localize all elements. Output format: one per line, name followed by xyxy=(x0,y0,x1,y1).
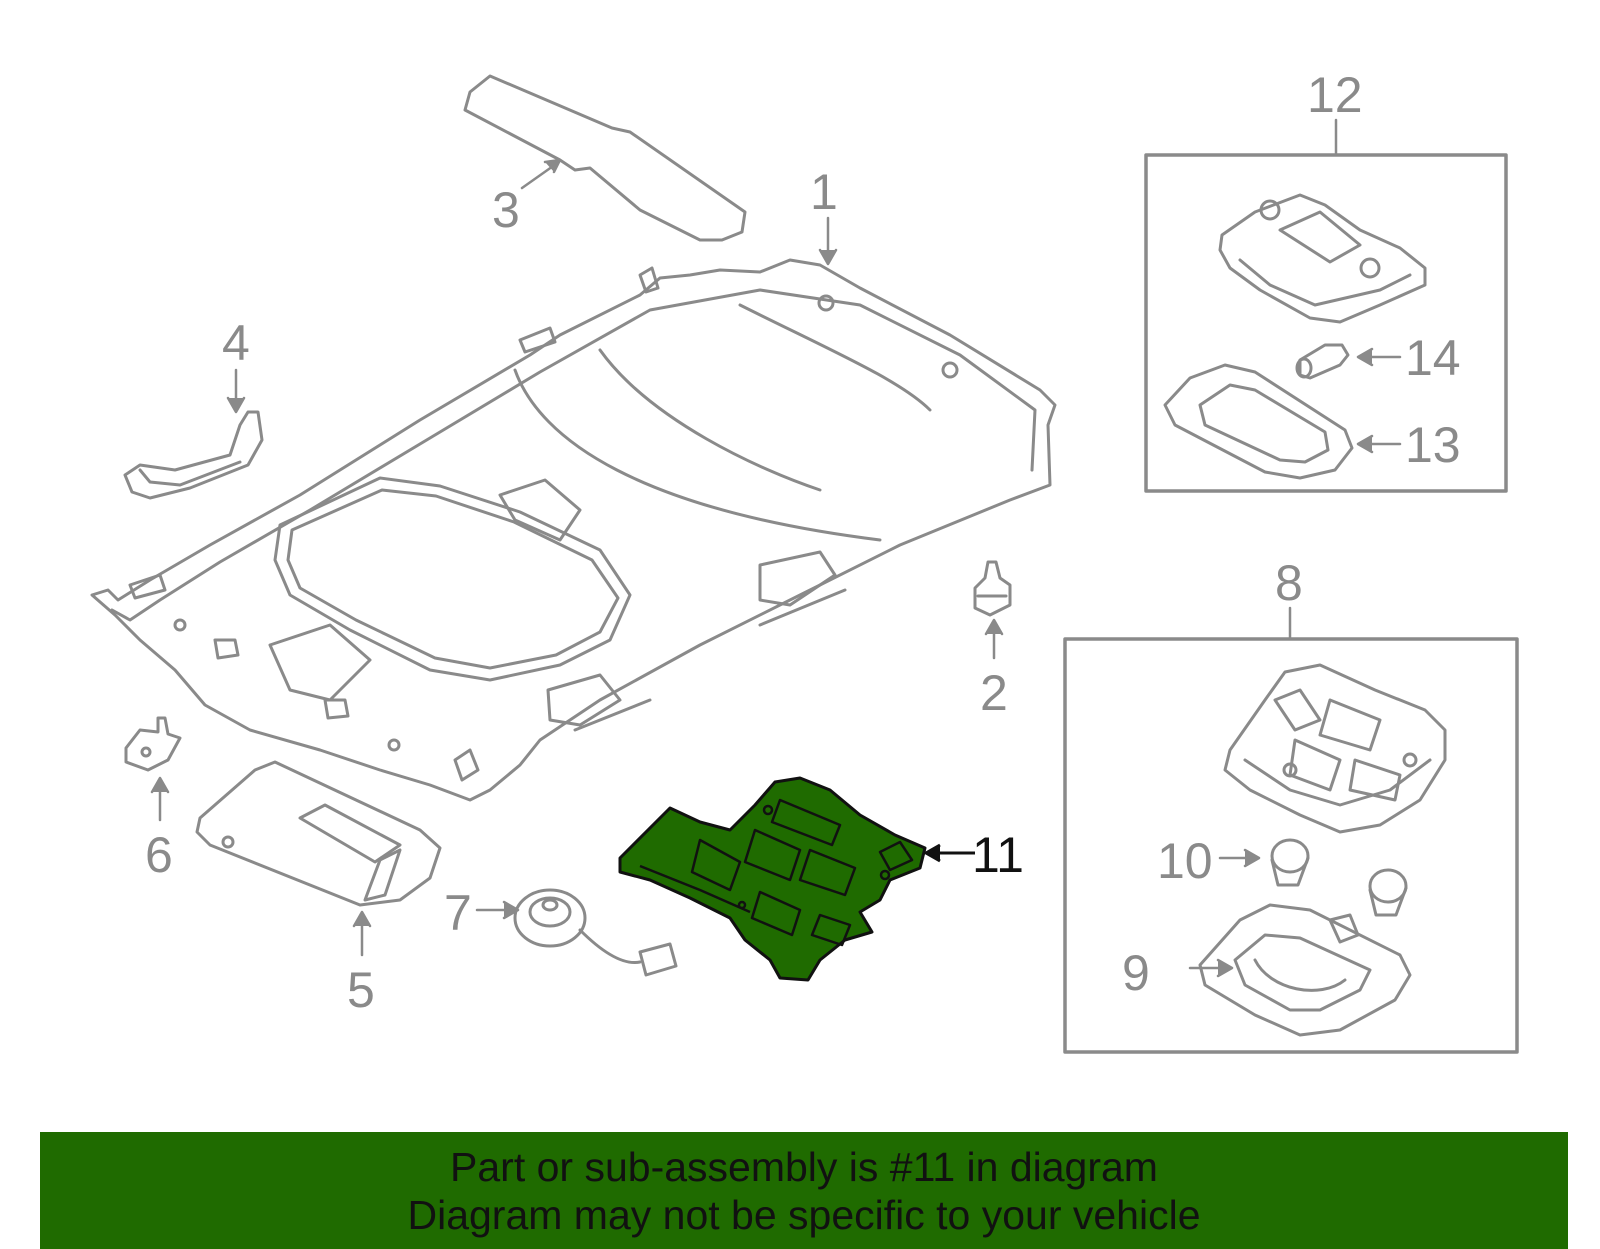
info-banner: Part or sub-assembly is #11 in diagram D… xyxy=(40,1132,1568,1249)
part-12-dome-lamp xyxy=(1218,193,1427,324)
callout-10: 10 xyxy=(1157,833,1213,889)
part-14-bulb xyxy=(1295,343,1350,380)
part-4-grab-handle xyxy=(123,410,264,500)
part-7-speaker xyxy=(513,888,678,977)
part-5-sun-visor xyxy=(195,760,442,907)
callout-8: 8 xyxy=(1275,555,1303,611)
callout-13: 13 xyxy=(1405,417,1461,473)
part-10-bulb xyxy=(1270,838,1408,917)
banner-line-1: Part or sub-assembly is #11 in diagram xyxy=(450,1143,1158,1190)
part-11-highlighted xyxy=(618,776,927,982)
callout-5: 5 xyxy=(347,962,375,1018)
part-12-box xyxy=(1144,153,1508,493)
callout-14: 14 xyxy=(1405,330,1461,386)
leader-line-11 xyxy=(922,843,975,863)
part-13-lens xyxy=(1163,363,1354,480)
callout-12: 12 xyxy=(1307,67,1363,123)
part-6-bracket xyxy=(124,716,182,772)
part-8-map-lamp xyxy=(1223,663,1447,834)
callout-3: 3 xyxy=(492,182,520,238)
callout-1: 1 xyxy=(810,164,838,220)
leader-lines xyxy=(150,118,1402,978)
callout-9: 9 xyxy=(1122,945,1150,1001)
part-9-lamp-bezel xyxy=(1198,903,1412,1037)
part-1-headliner xyxy=(90,258,1057,802)
callout-7: 7 xyxy=(444,885,472,941)
banner-line-2: Diagram may not be specific to your vehi… xyxy=(407,1191,1201,1238)
callout-11: 11 xyxy=(972,827,1024,883)
sunroof-opening xyxy=(273,476,632,682)
part-2-push-clip xyxy=(973,560,1012,617)
callout-6: 6 xyxy=(145,827,173,883)
callout-4: 4 xyxy=(222,315,250,371)
callout-2: 2 xyxy=(980,665,1008,721)
part-3-trim-strip xyxy=(463,74,747,242)
